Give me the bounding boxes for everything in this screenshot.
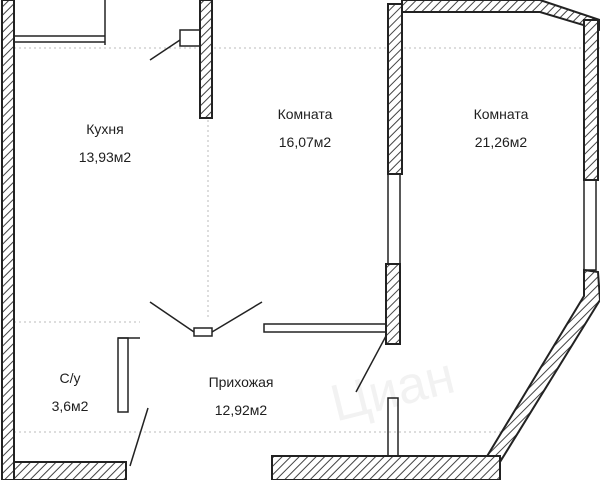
window-right [583,179,597,271]
room-label-kitchen: Кухня 13,93м2 [40,115,170,171]
wall-left [1,0,15,480]
room-area: 16,07м2 [278,134,332,150]
room-label-room-2: Комната 21,26м2 [436,100,566,156]
room-name: Прихожая [208,374,274,390]
wall-right [401,0,600,32]
wall-bottom-left [13,461,127,480]
wall-room-room [387,3,403,175]
hallway-post [193,327,213,337]
wall-room-room-window [387,173,401,265]
wall-kitchen-room [199,0,213,119]
wall-bottom-post [387,397,399,457]
door-swing [129,407,149,467]
door-swing [211,301,263,333]
room-area: 12,92м2 [214,402,268,418]
wall-right-diagonal [484,268,600,464]
room-label-room-1: Комната 16,07м2 [240,100,370,156]
room-area: 21,26м2 [474,134,528,150]
door-swing [149,301,195,333]
door-swing [355,335,387,393]
wall-kitchen-notch [179,29,201,47]
wall-bottom-right [271,455,501,480]
room-name: Кухня [86,121,124,137]
room-name: Комната [473,106,529,122]
room-name: С/у [59,370,81,386]
room-label-hallway: Прихожая 12,92м2 [176,368,306,424]
wall-right-upper [583,19,599,181]
room-area: 3,6м2 [51,398,89,414]
wall-room1-bottom [263,323,387,333]
wall-bathroom [117,337,129,413]
door-swing [149,39,181,61]
room-area: 13,93м2 [78,149,132,165]
room-label-bathroom: С/у 3,6м2 [30,364,110,420]
wall-room-room-lower [385,263,401,345]
room-name: Комната [277,106,333,122]
